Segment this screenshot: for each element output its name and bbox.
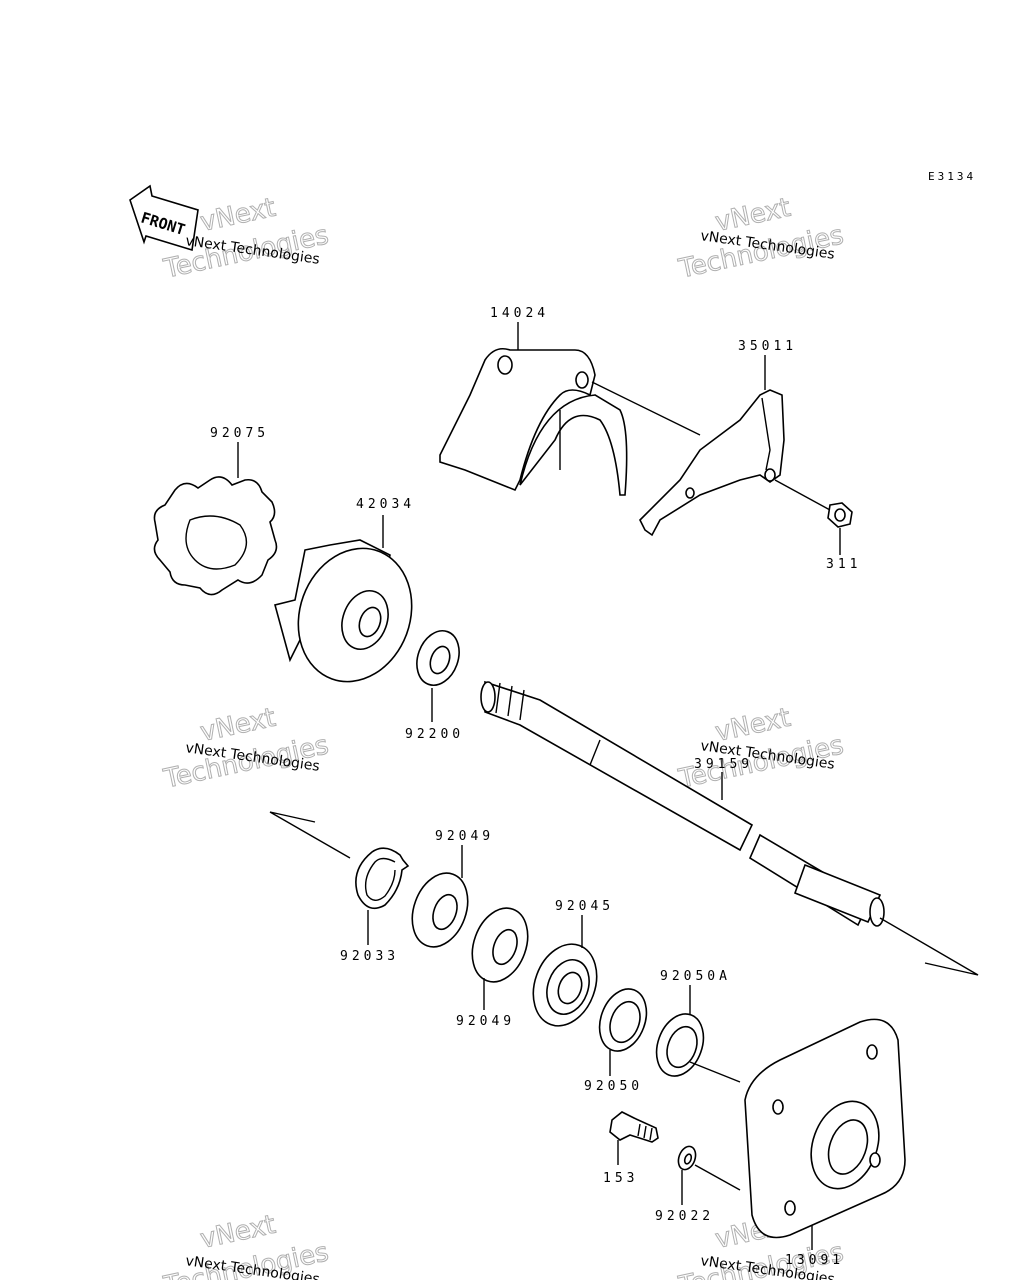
watermark-big-line1: vNext (198, 193, 279, 238)
part-92200-washer (416, 630, 460, 686)
label-92075: 92075 (210, 426, 269, 441)
watermark-top-right: vNext Technologies (675, 192, 847, 285)
label-153: 153 (603, 1171, 638, 1186)
front-arrow-icon: FRONT (129, 184, 199, 252)
label-92050A: 92050A (660, 969, 731, 984)
label-92045: 92045 (555, 899, 614, 914)
label-39159: 39159 (694, 757, 753, 772)
part-92075-damper (153, 476, 278, 596)
part-92033-circlip (355, 847, 410, 910)
diagram-code: E3134 (928, 170, 976, 183)
label-92049-a: 92049 (435, 829, 494, 844)
part-13091-housing (744, 1018, 906, 1239)
guide-14024-35011 (591, 381, 701, 436)
axis-arrow-left (269, 811, 351, 859)
watermark-mid-left: vNext Technologies (160, 702, 332, 795)
label-311: 311 (826, 557, 861, 572)
part-92050-seal (598, 988, 648, 1052)
label-92050: 92050 (584, 1079, 643, 1094)
part-92050A-seal (655, 1013, 705, 1077)
label-13091: 13091 (785, 1253, 844, 1268)
part-35011-bracket (639, 389, 785, 537)
part-14024-cover (439, 347, 628, 496)
guide-35011-311 (774, 479, 831, 511)
watermark-big-line1: vNext (198, 703, 279, 748)
label-92033: 92033 (340, 949, 399, 964)
guide-92022-13091 (694, 1164, 741, 1191)
part-311-nut (827, 502, 853, 528)
part-92045-bearing (532, 943, 598, 1027)
part-92022-washer (677, 1145, 697, 1171)
part-153-bolt (609, 1111, 659, 1143)
guide-92050A-13091 (689, 1061, 741, 1083)
label-92200: 92200 (405, 727, 464, 742)
axis-arrow-right (879, 917, 979, 976)
part-92049-seal-a (411, 872, 469, 948)
watermark-mid-right: vNext Technologies (675, 702, 847, 795)
label-42034: 42034 (356, 497, 415, 512)
label-92049-b: 92049 (456, 1014, 515, 1029)
label-35011: 35011 (738, 339, 797, 354)
part-42034-coupling (274, 539, 413, 683)
label-14024: 14024 (490, 306, 549, 321)
part-39159-shaft (480, 680, 885, 927)
part-92049-seal-b (471, 907, 529, 983)
watermark-big-line1: vNext (198, 1210, 279, 1255)
label-92022: 92022 (655, 1209, 714, 1224)
